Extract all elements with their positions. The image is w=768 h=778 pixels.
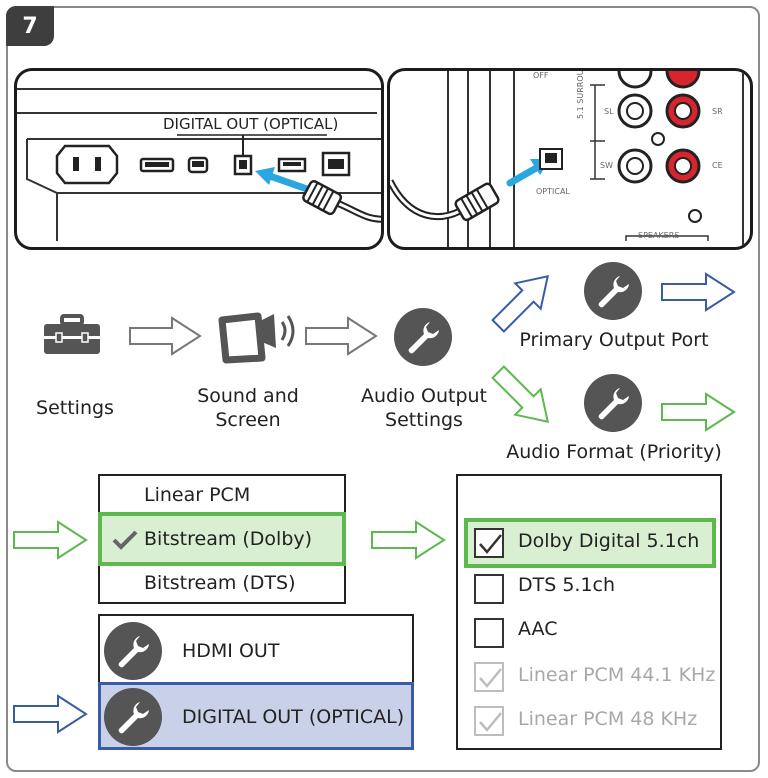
checkbox-dts[interactable] <box>474 574 504 604</box>
jack-label-sl: SL <box>604 107 614 116</box>
green-diagonal-arrow-icon <box>491 365 550 424</box>
primary-output-port-label: Primary Output Port <box>519 329 709 351</box>
outline-arrow-icon-2 <box>305 316 378 356</box>
jack-label-sw: SW <box>600 161 613 170</box>
checkmark-icon-lpcm-48 <box>479 712 502 732</box>
wrench-icon-primary <box>584 262 642 320</box>
wrench-icon-hdmi <box>104 622 162 680</box>
settings-label: Settings <box>36 397 114 419</box>
green-arrow-icon <box>661 392 736 432</box>
jack-label-optical: OPTICAL <box>536 187 570 196</box>
format-option-linear-pcm[interactable]: Linear PCM <box>144 484 251 506</box>
checkmark-icon <box>112 530 138 550</box>
checkbox-dolby-digital[interactable] <box>474 528 504 558</box>
toolbox-icon <box>44 314 100 354</box>
checkbox-lpcm-48 <box>474 706 504 736</box>
outline-arrow-icon <box>129 316 202 356</box>
format-option-selected-highlight[interactable] <box>98 512 346 566</box>
jack-label-sr: SR <box>712 107 723 116</box>
priority-label-dts: DTS 5.1ch <box>518 574 616 596</box>
wrench-glyph <box>408 322 439 354</box>
jack-label-speakers: SPEAKERS <box>638 231 680 240</box>
receiver-svg <box>390 71 744 247</box>
priority-label-lpcm-441: Linear PCM 44.1 KHz <box>518 664 716 686</box>
output-option-digital-optical[interactable]: DIGITAL OUT (OPTICAL) <box>182 706 405 728</box>
jack-label-ce: CE <box>712 161 723 170</box>
blue-diagonal-arrow-icon <box>491 274 550 333</box>
wrench-glyph-format <box>598 388 629 420</box>
step-badge: 7 <box>6 6 54 46</box>
priority-label-lpcm-48: Linear PCM 48 KHz <box>518 708 698 730</box>
tv-speaker-icon <box>218 312 295 364</box>
format-option-bitstream-dts[interactable]: Bitstream (DTS) <box>144 572 296 594</box>
receiver-panel-illustration: OFF 5.1 SURROUND SL SR SW CE OPTICAL SPE… <box>387 68 753 250</box>
sound-screen-label: Sound and Screen <box>197 385 299 431</box>
checkmark-icon-lpcm-441 <box>479 668 502 688</box>
green-arrow-icon-list <box>371 520 446 560</box>
blue-arrow-icon <box>661 272 736 312</box>
wrench-icon-optical <box>104 688 162 746</box>
wrench-glyph-hdmi <box>118 636 149 668</box>
jack-label-surround: 5.1 SURROUND <box>576 68 585 119</box>
audio-format-label: Audio Format (Priority) <box>506 441 722 463</box>
checkbox-lpcm-441 <box>474 662 504 692</box>
audio-output-settings-label: Audio Output Settings <box>360 385 488 431</box>
checkbox-aac[interactable] <box>474 618 504 648</box>
priority-item-selected-highlight[interactable] <box>464 518 716 568</box>
jack-label-off: OFF <box>533 71 549 80</box>
device-rear-panel-illustration: DIGITAL OUT (OPTICAL) <box>14 68 384 250</box>
checkmark-icon-dolby <box>479 534 502 554</box>
wrench-icon <box>394 308 452 366</box>
output-option-hdmi[interactable]: HDMI OUT <box>182 640 280 662</box>
blue-arrow-icon-menu <box>13 694 88 734</box>
wrench-glyph-primary <box>598 276 629 308</box>
wrench-icon-format <box>584 374 642 432</box>
format-option-bitstream-dolby[interactable]: Bitstream (Dolby) <box>144 528 313 550</box>
priority-label-aac: AAC <box>518 618 558 640</box>
wrench-glyph-optical <box>118 702 149 734</box>
priority-label-dolby-digital: Dolby Digital 5.1ch <box>518 530 700 552</box>
callout-label: DIGITAL OUT (OPTICAL) <box>163 115 339 133</box>
step-frame <box>6 6 760 772</box>
device-rear-svg <box>17 88 381 241</box>
green-arrow-icon-menu <box>13 520 88 560</box>
